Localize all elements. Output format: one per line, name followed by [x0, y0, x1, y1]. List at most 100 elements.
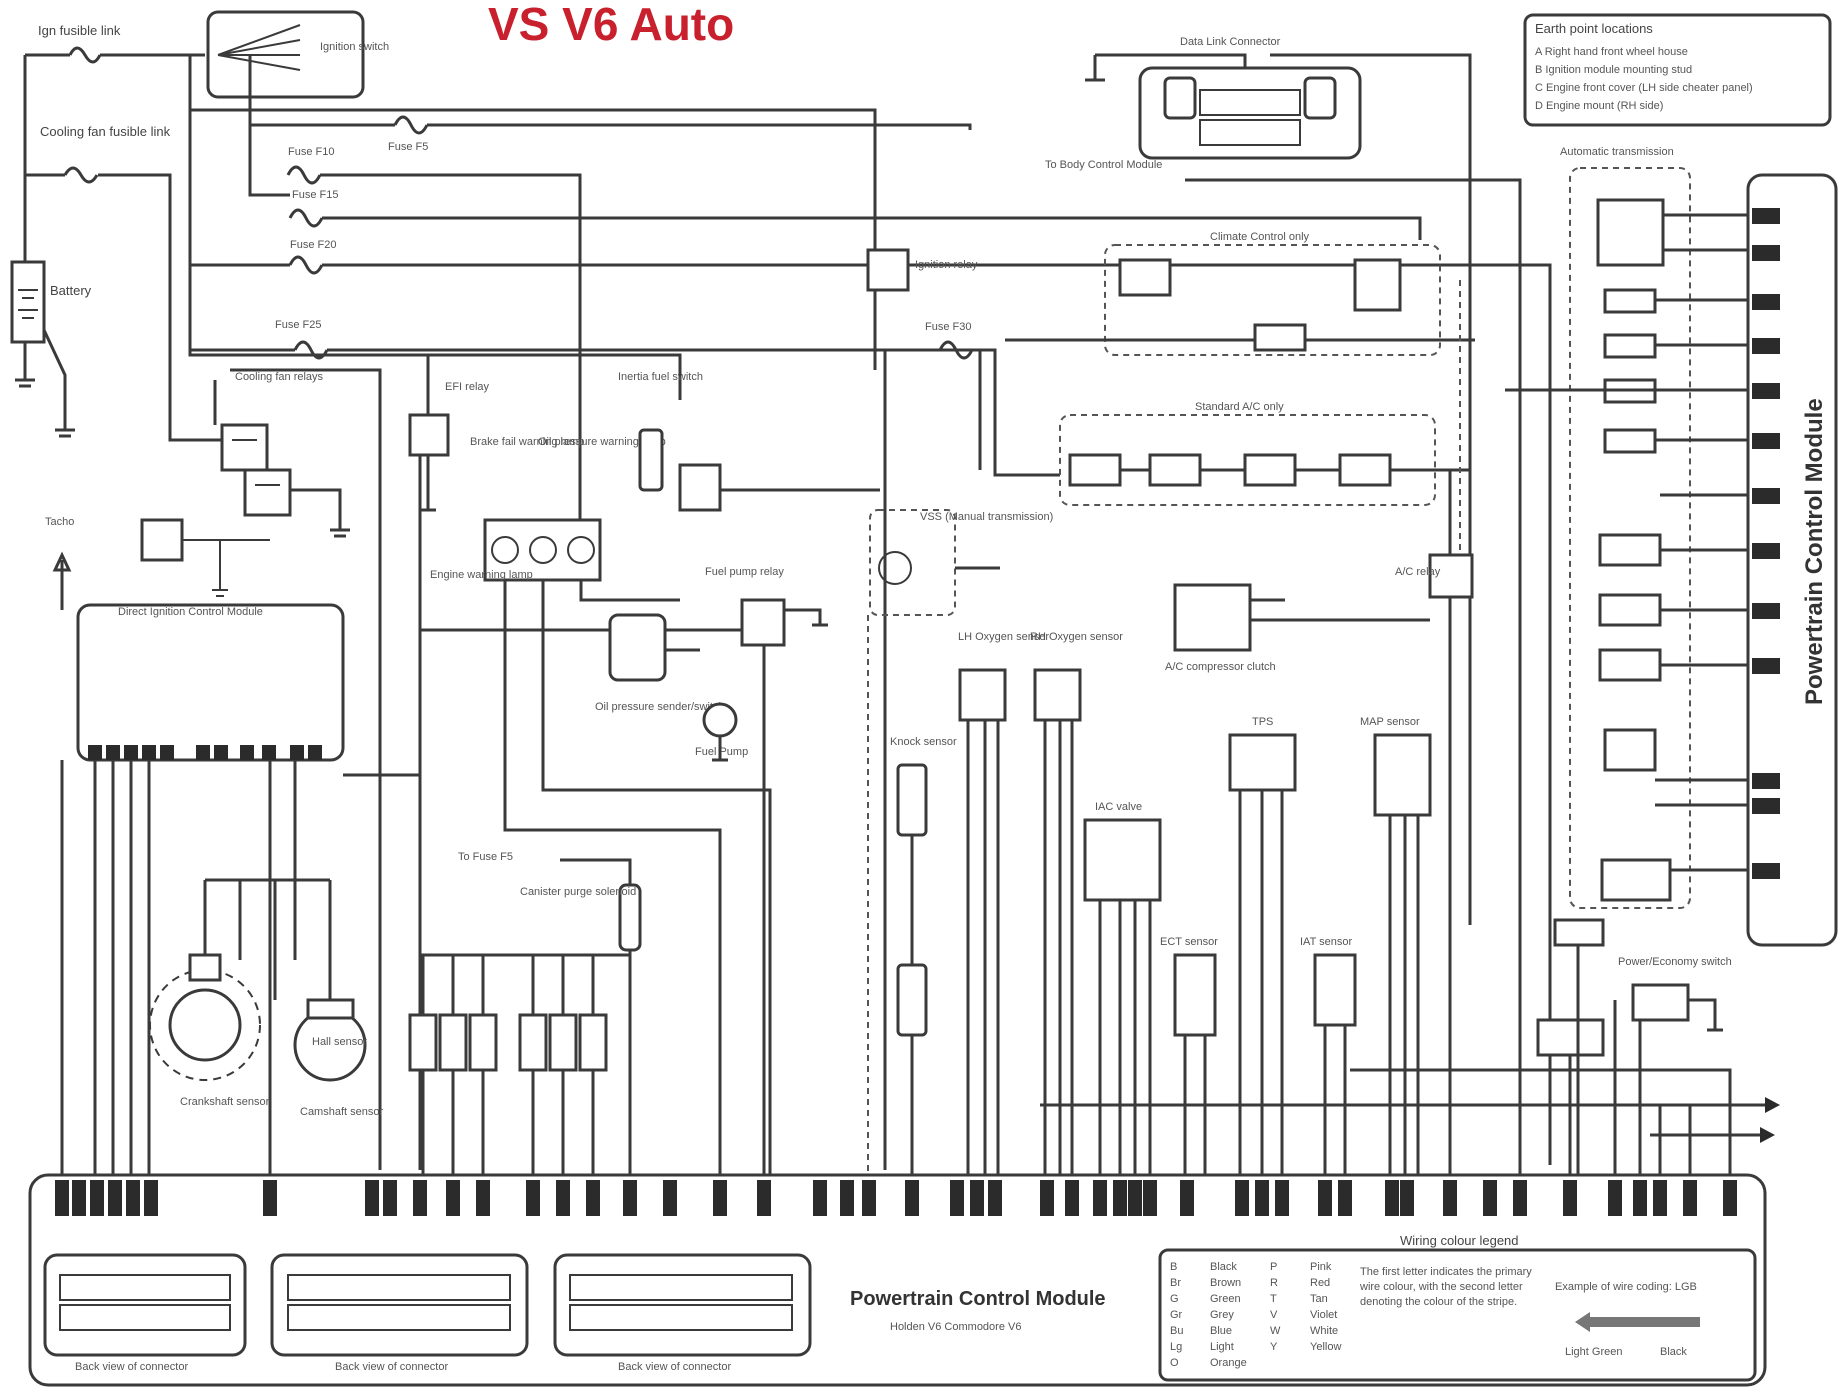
diagram-title: VS V6 Auto: [488, 0, 734, 50]
svg-text:Violet: Violet: [1310, 1309, 1337, 1321]
climate-control-label: Climate Control only: [1210, 231, 1310, 243]
ign-fusible-link-symbol: [68, 46, 102, 64]
svg-text:Bu: Bu: [1170, 1325, 1183, 1337]
svg-text:Yellow: Yellow: [1310, 1341, 1341, 1353]
svg-text:W: W: [1270, 1325, 1281, 1337]
ignition-relay-label: Ignition relay: [915, 259, 978, 271]
vss-dashed-box: [869, 509, 956, 616]
climate-module-left: [1118, 258, 1172, 297]
connector-view-3-label: Back view of connector: [618, 1361, 731, 1373]
tacho-label: Tacho: [45, 516, 74, 528]
injectors: [408, 1013, 608, 1072]
map-sensor-label: MAP sensor: [1360, 716, 1420, 728]
tps-label: TPS: [1252, 716, 1273, 728]
ignition-switch-label: Ignition switch: [320, 41, 389, 53]
fuse-f25-label: Fuse F25: [275, 319, 321, 331]
auto-trans-solenoids: [1596, 198, 1672, 902]
pcm-right-pins: [1752, 208, 1780, 879]
oil-warning-label: Oil pressure warning lamp: [538, 436, 666, 448]
ac-relay-label: A/C relay: [1395, 566, 1441, 578]
lh-oxygen-label: LH Oxygen sensor: [958, 631, 1049, 643]
knock-sensor-2: [896, 963, 928, 1037]
svg-text:O: O: [1170, 1357, 1179, 1369]
svg-text:Brown: Brown: [1210, 1277, 1241, 1289]
pcm-bottom-pins: [55, 1180, 1737, 1216]
standard-ac-label: Standard A/C only: [1195, 401, 1284, 413]
battery: [10, 260, 46, 344]
wiring-legend-box: [1158, 1248, 1757, 1382]
fuse-f10-symbol: [286, 165, 322, 185]
svg-text:G: G: [1170, 1293, 1179, 1305]
battery-label: Battery: [50, 283, 92, 298]
pcm-bottom-label: Powertrain Control Module: [850, 1288, 1106, 1310]
cooling-fan-relay-2: [243, 468, 292, 517]
canister-purge-label: Canister purge solenoid: [520, 886, 636, 898]
ignition-module-connector: [140, 518, 184, 562]
wiring-example-title: Example of wire coding: LGB: [1555, 1281, 1697, 1293]
lh-oxygen-sensor: [958, 668, 1007, 722]
fuse-f25-symbol: [293, 340, 329, 360]
svg-text:B: B: [1170, 1261, 1177, 1273]
ac-pressure-switch: [1253, 323, 1307, 352]
ac-relay: [1428, 553, 1474, 599]
vss-sensor: [878, 551, 912, 585]
engine-warning-lamp-label: Engine warning lamp: [430, 569, 533, 581]
inertia-switch-label: Inertia fuel switch: [618, 371, 703, 383]
to-fuse-label: To Fuse F5: [458, 851, 513, 863]
svg-text:Light: Light: [1210, 1341, 1234, 1353]
cooling-fan-relays-label: Cooling fan relays: [235, 371, 324, 383]
earth-points-title: Earth point locations: [1535, 21, 1653, 36]
ect-sensor: [1173, 953, 1217, 1037]
oil-pressure-switch: [608, 613, 667, 682]
svg-text:P: P: [1270, 1261, 1277, 1273]
to-bcm-label: To Body Control Module: [1045, 159, 1162, 171]
earth-points-box: [1523, 13, 1832, 127]
svg-text:Green: Green: [1210, 1293, 1241, 1305]
tcc-box: [1536, 1018, 1605, 1057]
svg-text:Br: Br: [1170, 1277, 1181, 1289]
fuse-f20-symbol: [288, 255, 324, 275]
cruise-box: [1553, 918, 1605, 947]
rh-oxygen-label: RH Oxygen sensor: [1030, 631, 1123, 643]
svg-text:Red: Red: [1310, 1277, 1330, 1289]
tps: [1228, 733, 1297, 792]
efi-relay: [408, 413, 450, 457]
cooling-fusible-link-label: Cooling fan fusible link: [40, 124, 171, 139]
fuse-f30-symbol: [938, 340, 974, 360]
wiring-legend-title: Wiring colour legend: [1400, 1233, 1519, 1248]
svg-text:Black: Black: [1210, 1261, 1237, 1273]
connector-view-2-label: Back view of connector: [335, 1361, 448, 1373]
svg-text:White: White: [1310, 1325, 1338, 1337]
svg-text:Tan: Tan: [1310, 1293, 1328, 1305]
pcm-bottom-sublabel: Holden V6 Commodore V6: [890, 1321, 1021, 1333]
standard-ac-box: [1059, 414, 1436, 506]
dlc-pins: [1199, 89, 1301, 146]
camshaft-sensor-head: [306, 998, 355, 1020]
ign-fusible-link-label: Ign fusible link: [38, 23, 121, 38]
dlc-label: Data Link Connector: [1180, 36, 1281, 48]
iac-valve: [1083, 818, 1162, 902]
brake-warning-label: Brake fail warning lamp: [470, 436, 584, 448]
crankshaft-sensor-label: Crankshaft sensor: [180, 1096, 270, 1108]
svg-text:V: V: [1270, 1309, 1278, 1321]
ect-sensor-label: ECT sensor: [1160, 936, 1218, 948]
power-economy-label: Power/Economy switch: [1618, 956, 1732, 968]
ac-compressor-clutch: [1173, 583, 1252, 652]
crankshaft-sensor: [168, 988, 242, 1062]
fuse-f30-label: Fuse F30: [925, 321, 971, 333]
wiring-example-right: Black: [1660, 1346, 1687, 1358]
ignition-relay: [866, 248, 910, 292]
inertia-switch: [638, 428, 664, 492]
knock-sensor-1: [896, 763, 928, 837]
ignition-module: [76, 603, 345, 762]
svg-text:Grey: Grey: [1210, 1309, 1234, 1321]
fuse-f15-label: Fuse F15: [292, 189, 338, 201]
pcm-right-block: [1746, 173, 1838, 947]
fuse-f5-symbol: [393, 115, 429, 135]
iat-sensor: [1313, 953, 1357, 1027]
knock-sensor-label: Knock sensor: [890, 736, 957, 748]
tacho-relay: [678, 463, 722, 512]
earth-point-c: C Engine front cover (LH side cheater pa…: [1535, 82, 1753, 94]
fuse-f10-label: Fuse F10: [288, 146, 334, 158]
